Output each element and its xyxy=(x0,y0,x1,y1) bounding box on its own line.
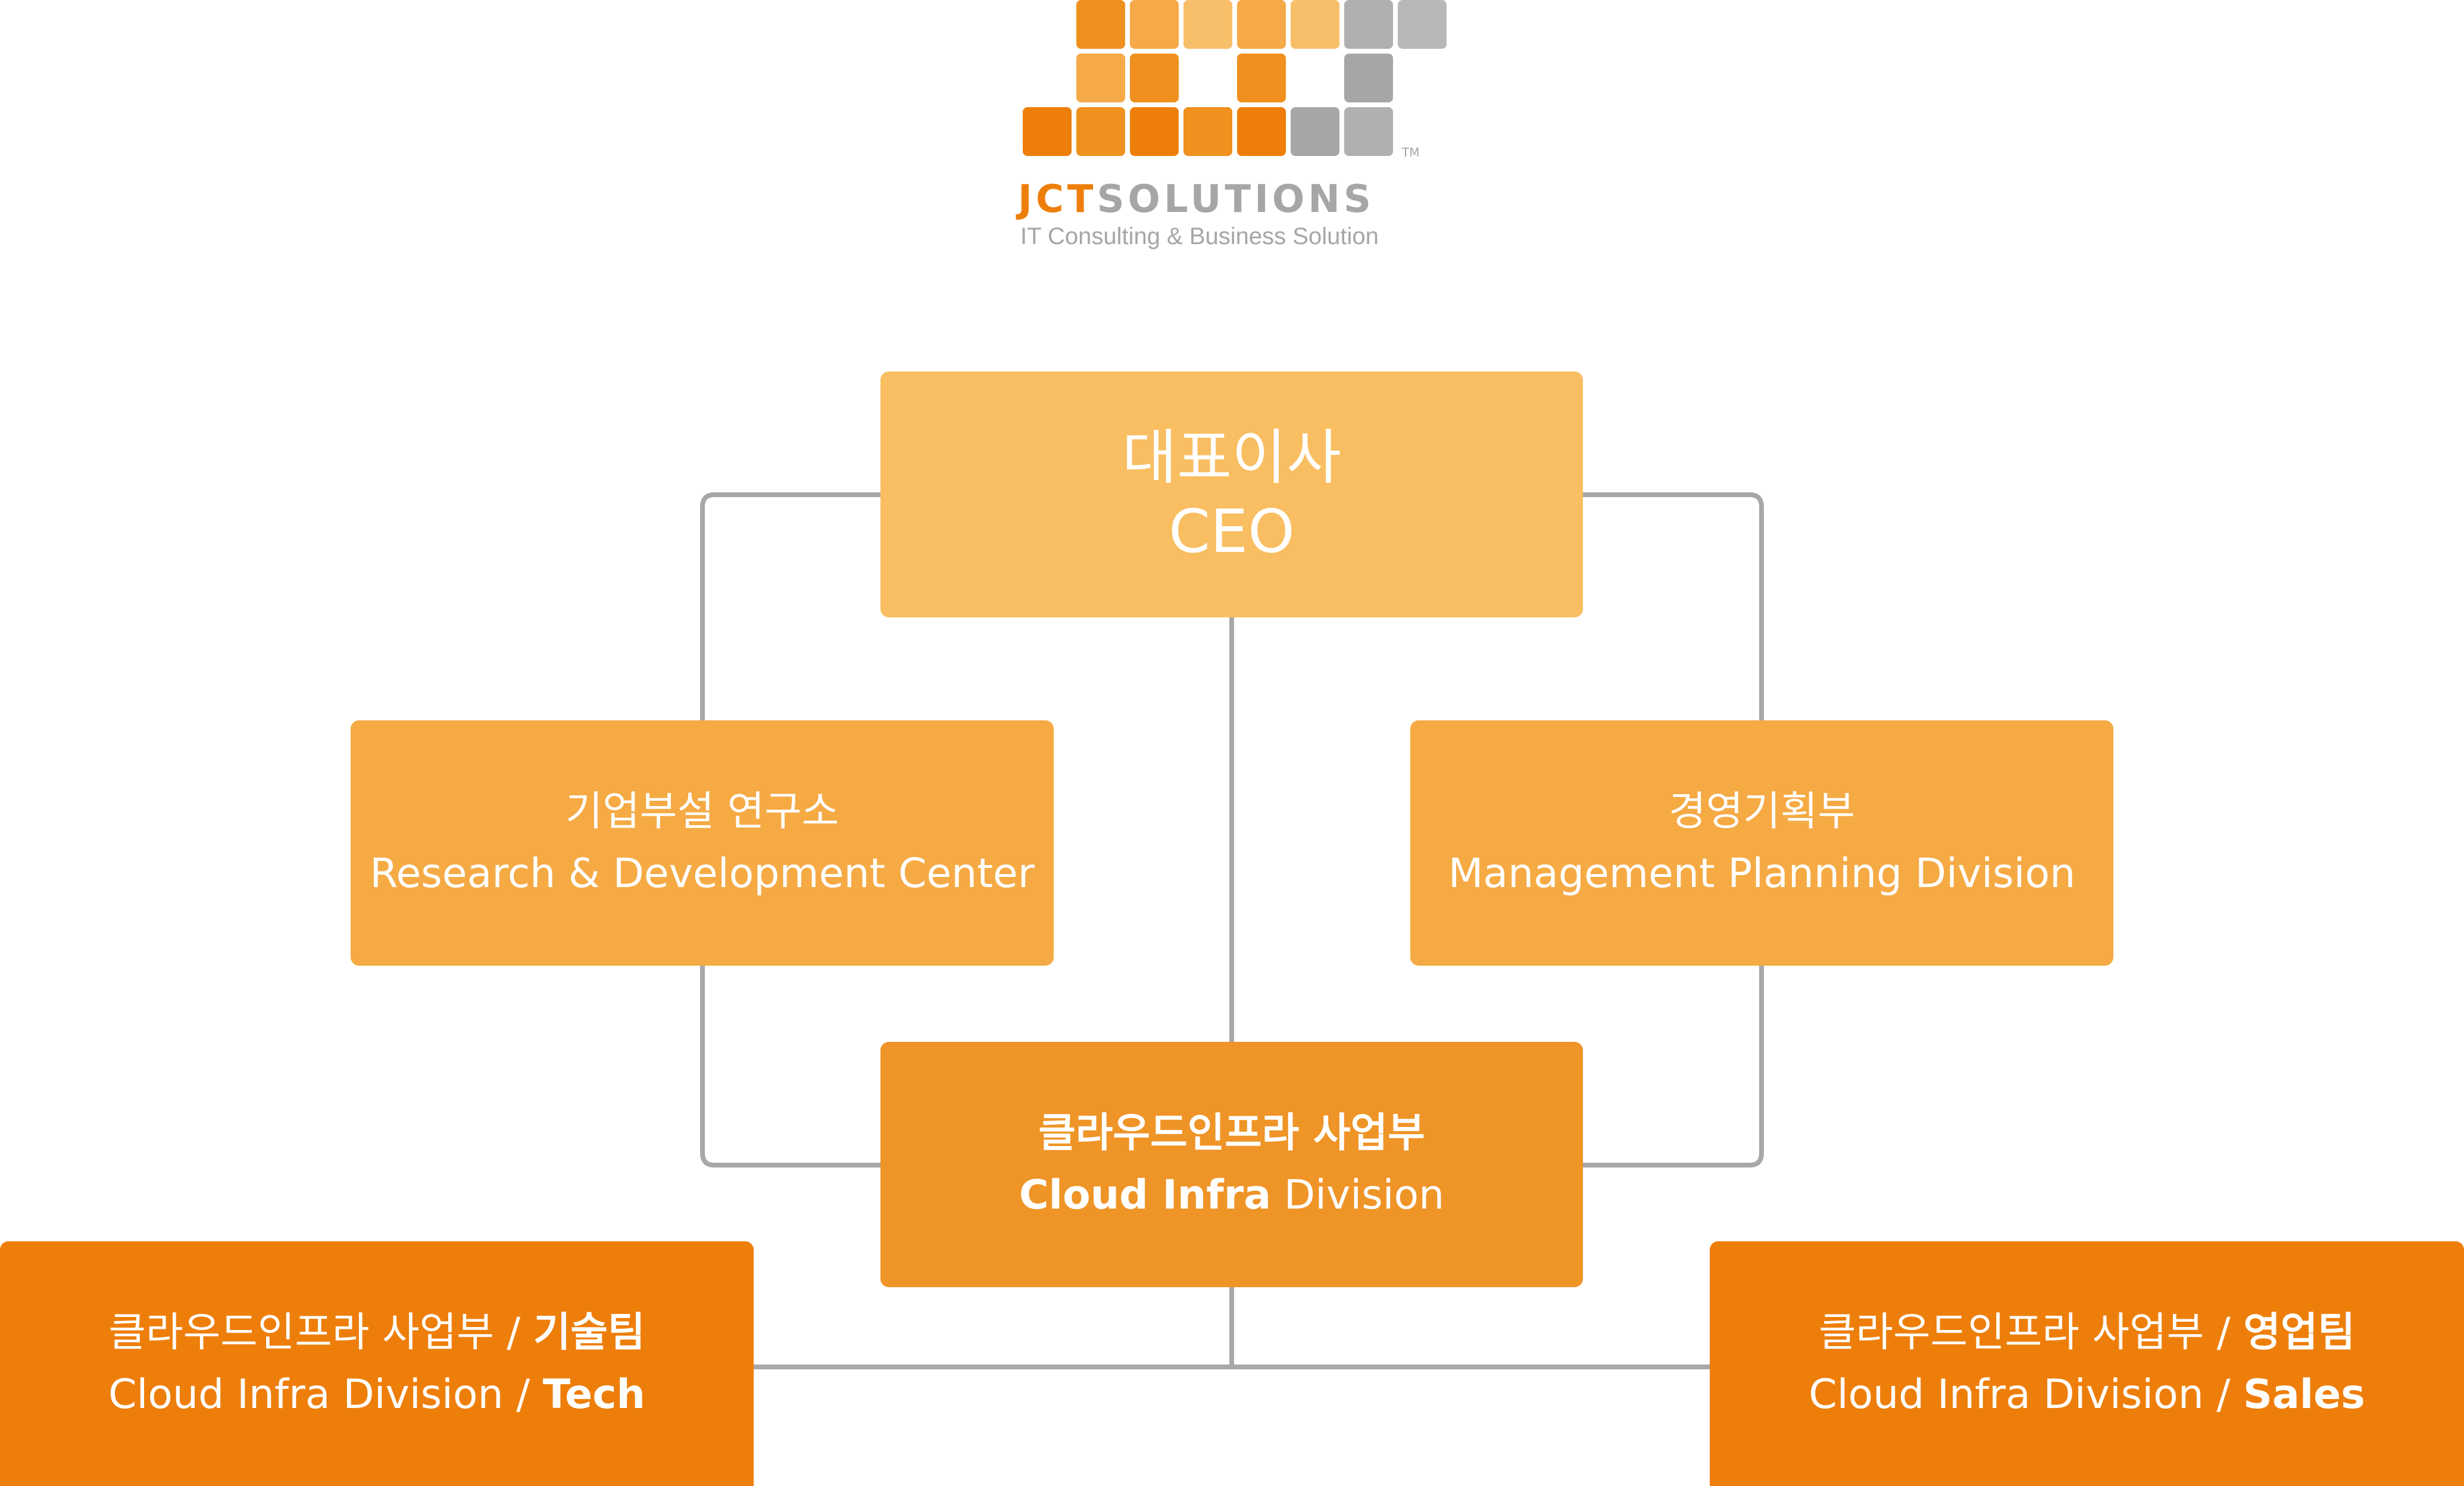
sales-label-ko: 클라우드인프라 사업부 / 영업팀 xyxy=(1819,1302,2355,1364)
sales-label-ko-prefix: 클라우드인프라 사업부 / xyxy=(1818,1309,2244,1356)
tech-label-en-prefix: Cloud Infra Division / xyxy=(108,1371,543,1418)
sales-team-box: 클라우드인프라 사업부 / 영업팀 Cloud Infra Division /… xyxy=(1710,1241,2464,1486)
cloud-label-ko: 클라우드인프라 사업부 xyxy=(1038,1110,1425,1157)
cloud-label-en: Cloud Infra Division xyxy=(1019,1165,1444,1226)
tech-label-en-bold: Tech xyxy=(542,1371,645,1418)
management-planning-box: 경영기획부 Management Planning Division xyxy=(1410,720,2113,966)
ceo-label-en: CEO xyxy=(1169,496,1295,566)
ceo-box: 대표이사 CEO xyxy=(880,372,1583,617)
logo-tagline: IT Consulting & Business Solution xyxy=(1020,223,1379,249)
mgmt-label-en: Management Planning Division xyxy=(1448,850,2076,897)
cloud-infra-division-box: 클라우드인프라 사업부 Cloud Infra Division xyxy=(880,1042,1583,1287)
logo-wordmark: JCTSOLUTIONS xyxy=(1018,179,1375,220)
sales-label-ko-bold: 영업팀 xyxy=(2243,1309,2356,1356)
sales-label-en-prefix: Cloud Infra Division / xyxy=(1809,1371,2243,1418)
sales-label-en-bold: Sales xyxy=(2243,1371,2365,1418)
mgmt-label-ko: 경영기획부 xyxy=(1669,788,1855,835)
cloud-label-en-rest: Division xyxy=(1271,1172,1445,1219)
sales-label-en: Cloud Infra Division / Sales xyxy=(1809,1364,2365,1426)
cloud-label-en-bold: Cloud Infra xyxy=(1019,1172,1272,1219)
tech-label-en: Cloud Infra Division / Tech xyxy=(108,1364,645,1426)
logo-brand-secondary: SOLUTIONS xyxy=(1097,177,1375,221)
logo-mark xyxy=(1023,0,1447,156)
logo-trademark: TM xyxy=(1402,145,1420,160)
rnd-label-en: Research & Development Center xyxy=(370,850,1035,897)
tech-team-box: 클라우드인프라 사업부 / 기술팀 Cloud Infra Division /… xyxy=(0,1241,754,1486)
company-logo: TM JCTSOLUTIONS IT Consulting & Business… xyxy=(1018,0,1453,256)
tech-label-ko: 클라우드인프라 사업부 / 기술팀 xyxy=(108,1302,645,1364)
tech-label-ko-bold: 기술팀 xyxy=(533,1309,645,1356)
rnd-center-box: 기업부설 연구소 Research & Development Center xyxy=(351,720,1054,966)
logo-brand-primary: JCT xyxy=(1018,177,1097,221)
rnd-label-ko: 기업부설 연구소 xyxy=(565,788,839,835)
tech-label-ko-prefix: 클라우드인프라 사업부 / xyxy=(108,1309,533,1356)
ceo-label-ko: 대표이사 xyxy=(1122,422,1341,492)
